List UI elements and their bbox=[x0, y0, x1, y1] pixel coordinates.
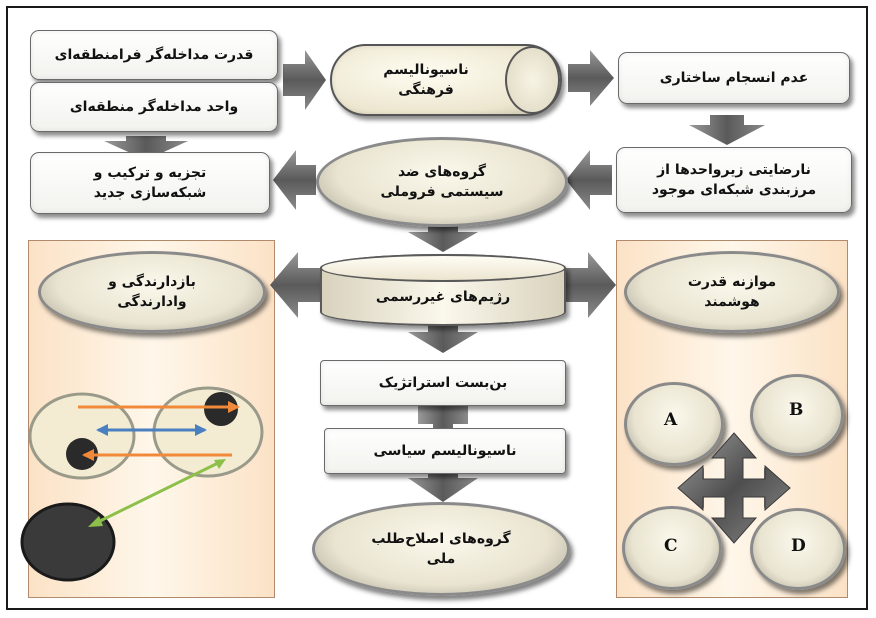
ellipse-deterrence: بازدارندگی و وادارندگی bbox=[38, 251, 266, 333]
ellipse-reform-groups: گروه‌های اصلاح‌طلب ملی bbox=[312, 502, 570, 596]
circle-c bbox=[622, 506, 722, 590]
box-structural-incoherence: عدم انسجام ساختاری bbox=[618, 52, 850, 104]
box-decomposition: تجزیه و ترکیب و شبکه‌سازی جدید bbox=[30, 152, 270, 214]
ellipse-anti-system-groups: گروه‌های ضد سیستمی فروملی bbox=[316, 137, 568, 227]
cylinder-top bbox=[320, 254, 566, 282]
box-label: موازنه قدرت هوشمند bbox=[687, 273, 777, 310]
arrow-left-2 bbox=[273, 150, 316, 210]
arrow-left-3 bbox=[270, 252, 320, 318]
circle-label-c: C bbox=[664, 536, 678, 556]
green-arrow bbox=[97, 461, 219, 524]
box-political-nationalism: ناسیونالیسم سیاسی bbox=[324, 428, 566, 474]
arrow-down-5 bbox=[408, 468, 478, 502]
box-label: بازدارندگی و وادارندگی bbox=[108, 273, 196, 310]
circle-d bbox=[750, 508, 846, 590]
circle-b bbox=[750, 374, 844, 456]
arrow-right-1 bbox=[283, 50, 326, 110]
box-label: واحد مداخله‌گر منطقه‌ای bbox=[69, 98, 239, 115]
box-strategic-deadlock: بن‌بست استراتژیک bbox=[320, 360, 566, 406]
dark-large-ball bbox=[20, 502, 116, 582]
circle-label-d: D bbox=[791, 536, 806, 556]
ellipse-smart-balance: موازنه قدرت هوشمند bbox=[624, 251, 840, 333]
dark-ball-1 bbox=[204, 392, 238, 426]
arrow-down-3 bbox=[408, 224, 478, 252]
box-label: گروه‌های اصلاح‌طلب ملی bbox=[371, 530, 511, 567]
arrow-down-4 bbox=[408, 320, 478, 353]
capsule-end-cap bbox=[505, 46, 560, 114]
box-label: قدرت مداخله‌گر فرامنطقه‌ای bbox=[54, 46, 254, 63]
box-label: ناسیونالیسم سیاسی bbox=[373, 442, 517, 459]
box-label: عدم انسجام ساختاری bbox=[659, 69, 809, 86]
box-extra-regional-intervener: قدرت مداخله‌گر فرامنطقه‌ای bbox=[30, 30, 278, 80]
circle-label-b: B bbox=[789, 400, 804, 420]
box-label: رژیم‌های غیررسمی bbox=[375, 289, 511, 305]
box-label: گروه‌های ضد سیستمی فروملی bbox=[380, 163, 504, 200]
arrow-left-1 bbox=[566, 150, 612, 210]
plus-connector bbox=[418, 396, 468, 434]
box-label: نارضایتی زیرواحدها از مرزبندی شبکه‌ای مو… bbox=[651, 161, 817, 198]
box-label: تجزیه و ترکیب و شبکه‌سازی جدید bbox=[93, 164, 207, 201]
four-way-arrow-front bbox=[677, 432, 791, 544]
box-regional-intervener: واحد مداخله‌گر منطقه‌ای bbox=[30, 82, 278, 132]
left-bubble-1 bbox=[28, 392, 136, 480]
circle-label-a: A bbox=[664, 410, 678, 430]
arrow-down-1 bbox=[689, 115, 765, 145]
box-label: ناسیونالیسم فرهنگی bbox=[383, 61, 469, 98]
box-label: بن‌بست استراتژیک bbox=[378, 374, 508, 391]
arrow-right-2 bbox=[568, 50, 614, 106]
circle-a bbox=[624, 382, 724, 466]
arrow-down-2 bbox=[104, 136, 188, 160]
box-subunit-dissatisfaction: نارضایتی زیرواحدها از مرزبندی شبکه‌ای مو… bbox=[616, 147, 852, 213]
arrow-right-3 bbox=[566, 252, 616, 318]
dark-ball-2 bbox=[66, 438, 98, 470]
